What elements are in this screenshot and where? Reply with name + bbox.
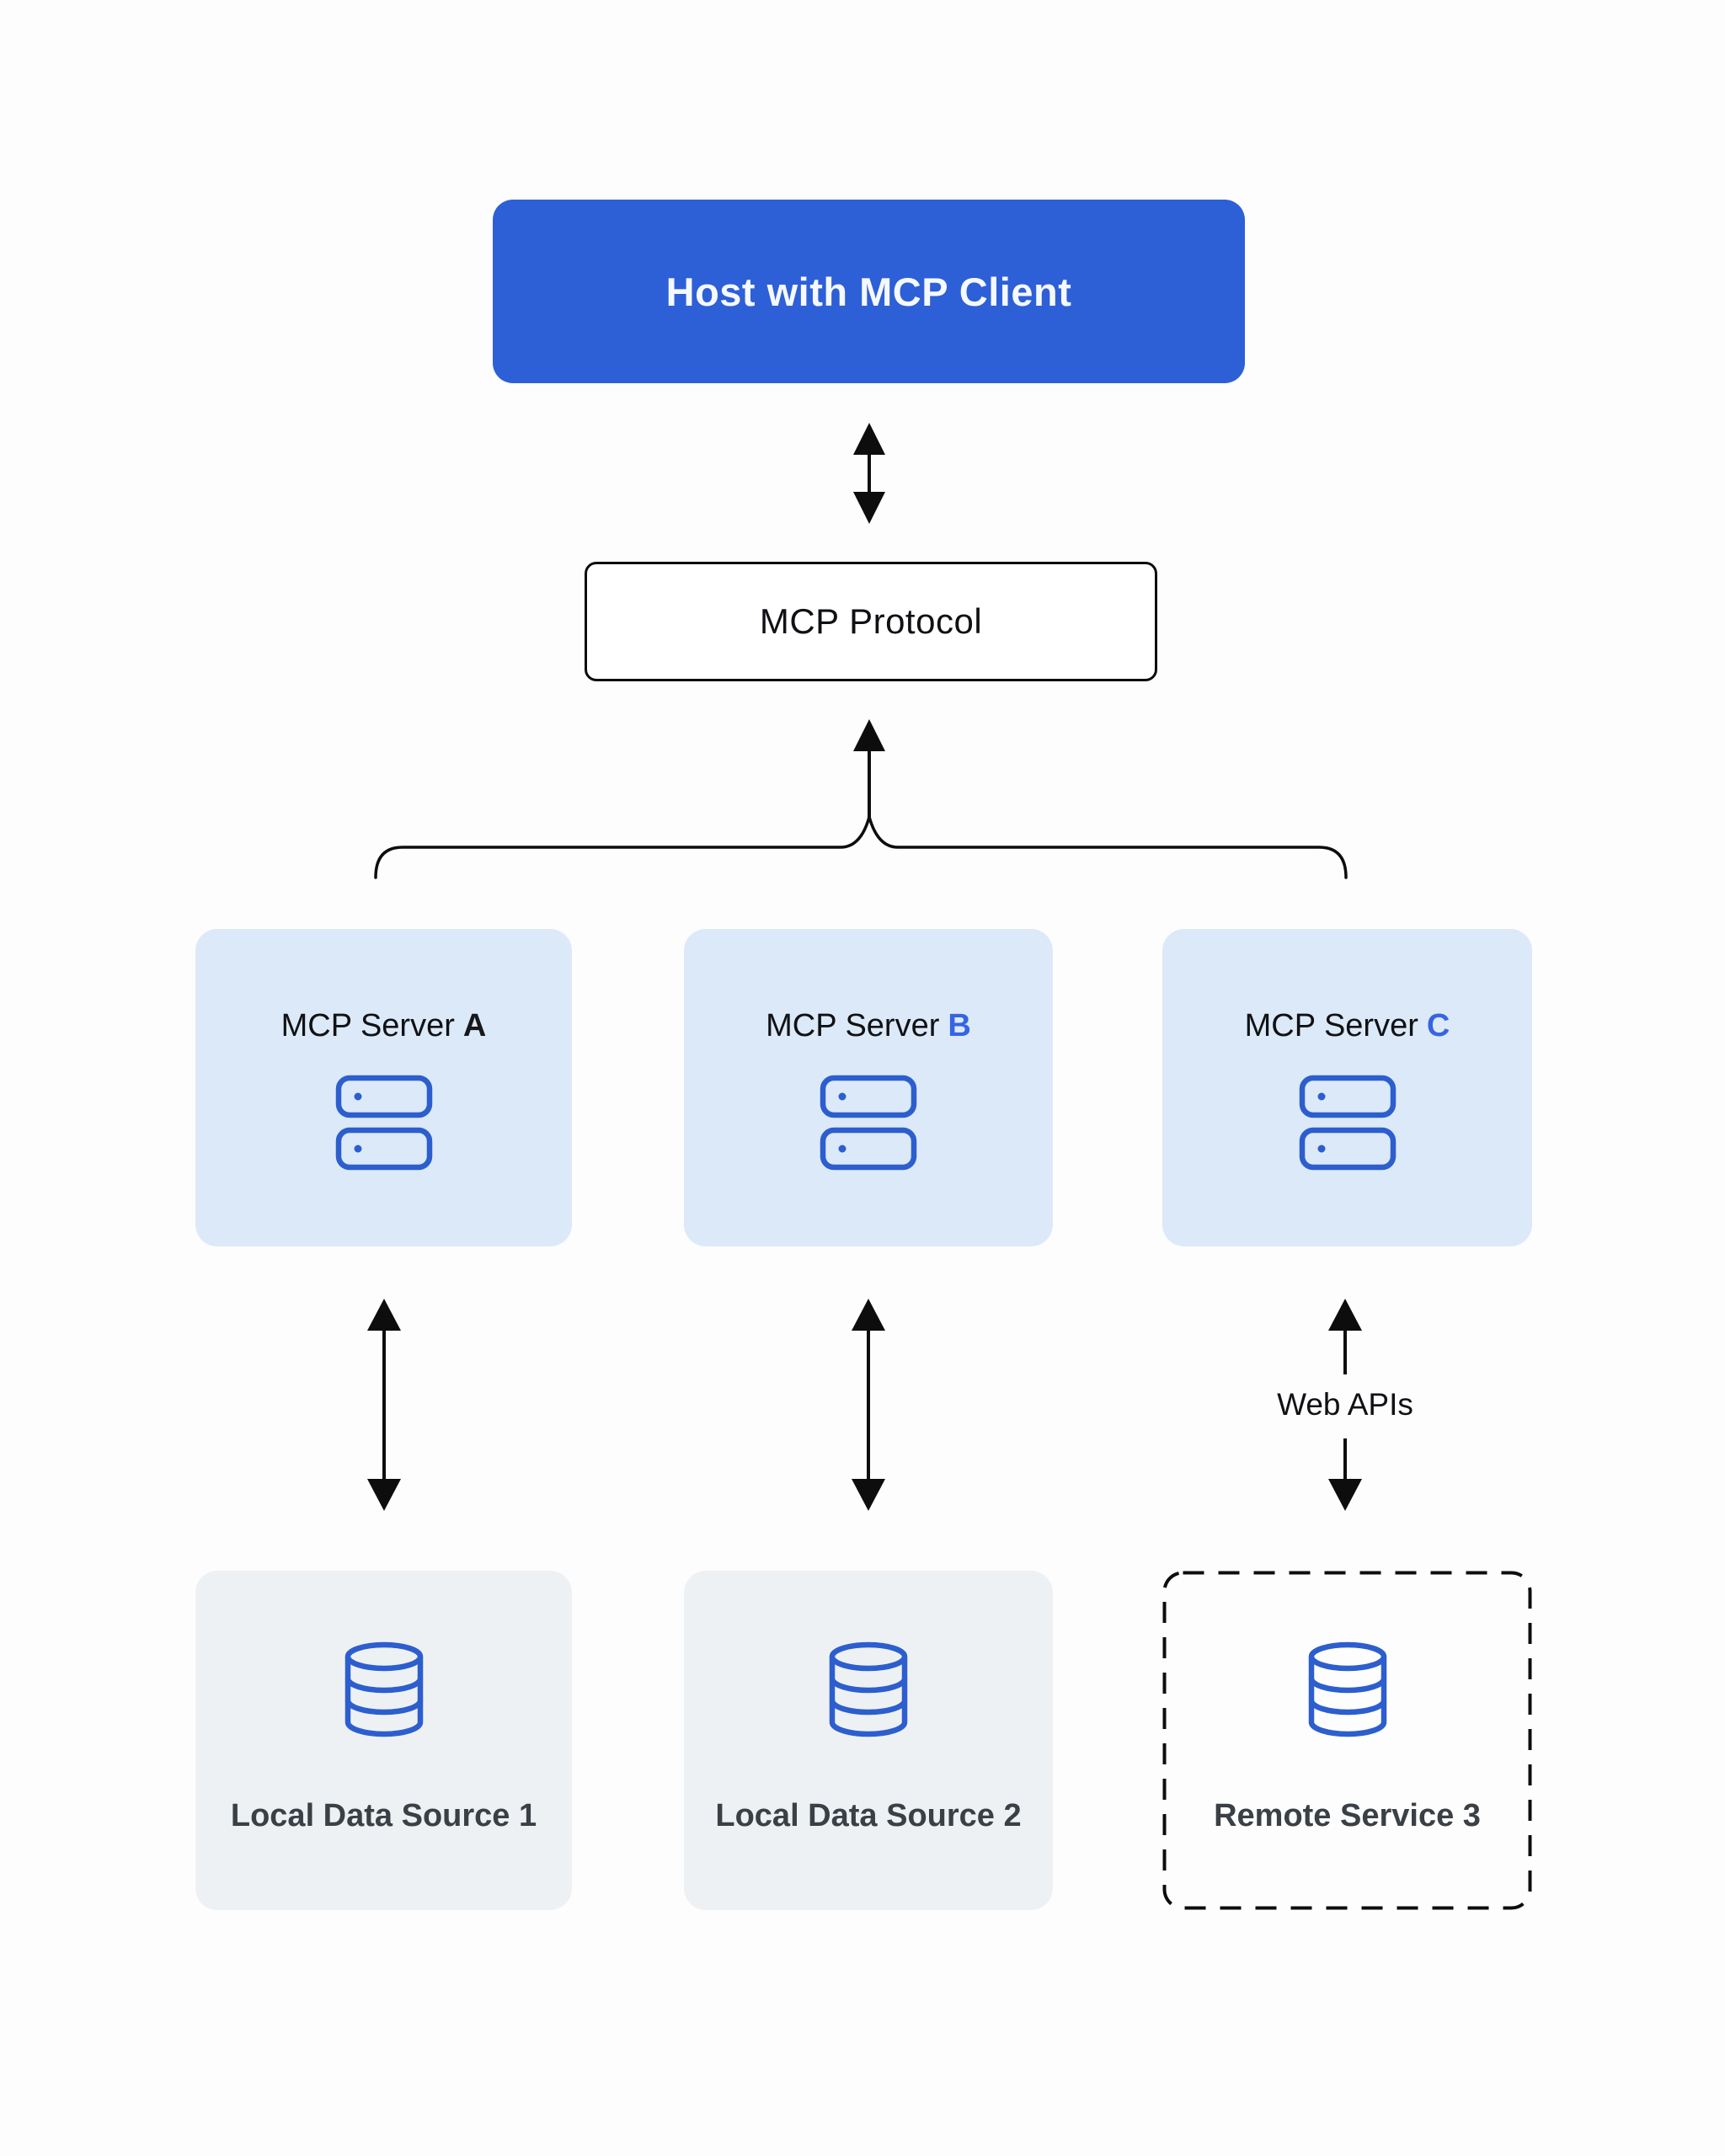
host-with-mcp-client-node: Host with MCP Client bbox=[493, 200, 1245, 383]
server-c-letter: C bbox=[1426, 1008, 1450, 1043]
local-data-source-2-node: Local Data Source 2 bbox=[684, 1571, 1053, 1910]
web-apis-label: Web APIs bbox=[1277, 1387, 1413, 1422]
source-label: Remote Service 3 bbox=[1214, 1798, 1481, 1833]
database-icon bbox=[829, 1641, 908, 1737]
source-label: Local Data Source 1 bbox=[230, 1798, 537, 1833]
double-arrow-server-c-remote-service bbox=[1328, 1299, 1362, 1511]
remote-service-3-node: Remote Service 3 bbox=[1162, 1571, 1532, 1910]
server-icon bbox=[820, 1075, 917, 1171]
dashed-border bbox=[1162, 1571, 1532, 1910]
server-icon bbox=[1299, 1075, 1396, 1171]
double-arrow-host-protocol bbox=[853, 423, 885, 524]
source-label: Local Data Source 2 bbox=[715, 1798, 1022, 1833]
server-b-letter: B bbox=[948, 1008, 971, 1043]
server-a-letter: A bbox=[462, 1008, 487, 1043]
database-icon bbox=[1308, 1641, 1386, 1737]
protocol-label: MCP Protocol bbox=[759, 601, 983, 641]
mcp-protocol-node: MCP Protocol bbox=[585, 562, 1157, 681]
database-icon bbox=[344, 1641, 423, 1737]
local-data-source-1-node: Local Data Source 1 bbox=[195, 1571, 572, 1910]
host-label: Host with MCP Client bbox=[665, 269, 1072, 314]
double-arrow-server-a-source-1 bbox=[367, 1299, 401, 1511]
double-arrow-server-b-source-2 bbox=[852, 1299, 885, 1511]
brace-arrow-protocol-servers bbox=[374, 719, 1348, 879]
server-icon bbox=[335, 1075, 432, 1171]
